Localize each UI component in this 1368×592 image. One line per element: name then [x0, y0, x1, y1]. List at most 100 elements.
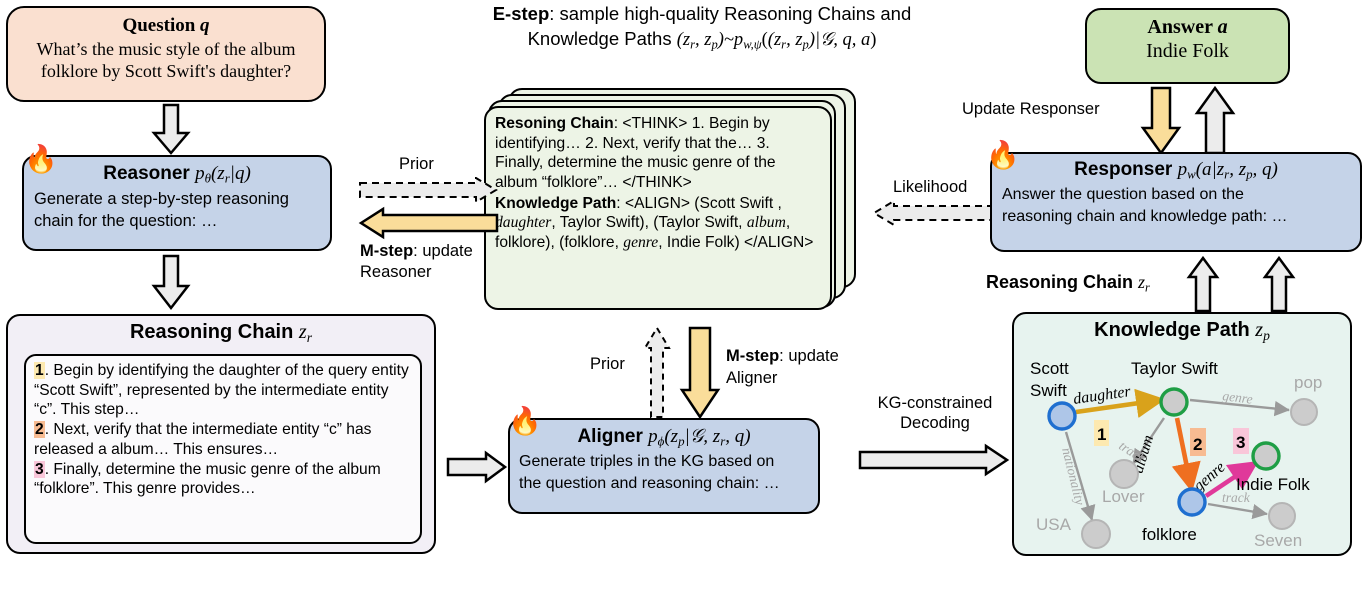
answer-value: Indie Folk: [1146, 40, 1229, 62]
aligner-title: Aligner pϕ(zp|𝒢, zr, q): [577, 426, 751, 449]
aligner-body-line2: the question and reasoning chain: …: [519, 474, 780, 492]
aligner-formula: pϕ(zp|𝒢, zr, q): [648, 426, 751, 449]
estep-line1: E-step: sample high-quality Reasoning Ch…: [452, 2, 952, 27]
node-label-indie-folk: Indie Folk: [1236, 475, 1310, 494]
estep-formula: (zr, zp)~pw,ψ((zr, zp)|𝒢, q, a): [676, 29, 877, 52]
arrow-prior-bottom: [643, 326, 671, 418]
responser-box: Responser pw(a|zr, zp, q) Answer the que…: [990, 152, 1362, 252]
edge-track-lover: [1132, 417, 1165, 465]
question-title-var: q: [200, 15, 210, 36]
step-badge-2: 2: [1193, 435, 1202, 454]
reasoner-body-line2: chain for the question: …: [34, 212, 218, 231]
kg-decoding-line1: KG-constrained: [877, 394, 993, 412]
aligner-body-line1: Generate triples in the KG based on: [519, 452, 775, 470]
reasoning-chain-steps: 1. Begin by identifying the daughter of …: [24, 354, 422, 544]
kg-decoding-line2: Decoding: [900, 413, 970, 432]
answer-title-var: a: [1217, 16, 1228, 38]
sample-reasoning-text: : <THINK> 1. Begin by identifying… 2. Ne…: [495, 115, 776, 191]
question-title: Question q: [122, 15, 210, 36]
fire-icon-reasoner: 🔥: [24, 144, 58, 174]
node-taylor-swift: [1159, 387, 1189, 417]
sample-reasoning-label: Resoning Chain: [495, 115, 614, 132]
step-badge-3-bg: [1233, 428, 1249, 454]
arrow-aligner-to-kp: [858, 443, 1010, 477]
node-pop: [1290, 398, 1318, 426]
sample-knowledge-text-a: : <ALIGN> (Scott Swift ,: [616, 194, 782, 212]
step-badge-1-bg: [1094, 420, 1109, 446]
answer-box: Answer a Indie Folk: [1085, 8, 1290, 84]
reasoning-chain-edge-var: zr: [1138, 272, 1150, 295]
edge-label-genre-pop: genre: [1222, 388, 1254, 407]
chain-step-1-text: . Begin by identifying the daughter of t…: [34, 362, 409, 419]
mstep-aligner-line2: Aligner: [726, 369, 778, 387]
arrow-chain-into-responser: [1186, 256, 1220, 313]
step-badge-2-bg: [1190, 428, 1206, 456]
mstep-aligner-label: M-step: update: [726, 347, 839, 366]
edge-genre-pop: [1189, 398, 1290, 417]
question-box: Question q What’s the music style of the…: [6, 6, 326, 102]
sample-knowledge-label: Knowledge Path: [495, 194, 617, 212]
estep-line2: Knowledge Paths (zr, zp)~pw,ψ((zr, zp)|𝒢…: [452, 27, 952, 53]
node-label-scott-line1: Scott: [1030, 359, 1069, 378]
edge-genre: [1204, 460, 1259, 498]
node-seven: [1268, 502, 1296, 530]
chain-step-3-number: 3: [34, 460, 45, 478]
sample-rel-daughter: daughter: [495, 214, 552, 232]
chain-step-3: 3. Finally, determine the music genre of…: [34, 460, 412, 499]
sample-reasoning-block: Resoning Chain: <THINK> 1. Begin by iden…: [495, 114, 821, 193]
sample-knowledge-text-c: , folklore), (folklore,: [495, 214, 791, 251]
node-label-pop: pop: [1294, 373, 1322, 392]
arrow-chain-to-aligner: [446, 450, 508, 484]
reasoning-chain-box: Reasoning Chain zr 1. Begin by identifyi…: [6, 314, 436, 554]
estep-line2-prefix: Knowledge Paths: [527, 27, 677, 49]
estep-text: : sample high-quality Reasoning Chains a…: [549, 3, 912, 24]
mstep-reasoner-bold: M-step: [360, 242, 414, 260]
sample-knowledge-block: Knowledge Path: <ALIGN> (Scott Swift , d…: [495, 194, 821, 253]
step-badge-3: 3: [1236, 433, 1245, 452]
chain-step-2-number: 2: [34, 421, 45, 439]
node-label-seven: Seven: [1254, 531, 1302, 550]
reasoner-formula: pθ(zr|q): [195, 163, 251, 186]
mstep-reasoner-label: M-step: update: [360, 242, 473, 261]
mstep-aligner-rest: : update: [779, 347, 839, 365]
arrow-mstep-reasoner: [358, 206, 499, 240]
fire-icon-aligner: 🔥: [508, 406, 542, 436]
chain-step-1-number: 1: [34, 362, 45, 379]
arrow-kp-into-responser: [1262, 256, 1296, 313]
responser-body-line1: Answer the question based on the: [1002, 185, 1244, 203]
reasoner-box: Reasoner pθ(zr|q) Generate a step-by-ste…: [22, 155, 332, 251]
arrow-mstep-aligner: [679, 326, 721, 420]
mstep-reasoner-rest: : update: [413, 242, 473, 260]
node-label-scott-line2: Swift: [1030, 381, 1067, 400]
chain-step-3-text: . Finally, determine the music genre of …: [34, 460, 381, 498]
edge-album: [1171, 417, 1201, 493]
node-label-usa: USA: [1036, 515, 1072, 534]
chain-step-2-text: . Next, verify that the intermediate ent…: [34, 421, 372, 458]
answer-title: Answer a: [1147, 16, 1228, 38]
reasoning-chain-edge-label: Reasoning Chain zr: [986, 272, 1150, 295]
edge-nationality: [1064, 431, 1096, 521]
reasoner-body-line1: Generate a step-by-step reasoning: [34, 189, 289, 208]
edge-label-nationality: nationality: [1059, 446, 1088, 506]
chain-step-1: 1. Begin by identifying the daughter of …: [34, 361, 412, 420]
node-label-lover: Lover: [1102, 487, 1145, 506]
prior-top-label: Prior: [399, 155, 434, 173]
sample-knowledge-text-b: , Taylor Swift), (Taylor Swift,: [551, 214, 747, 232]
mstep-reasoner-line2: Reasoner: [360, 263, 432, 281]
edge-track-seven: [1207, 502, 1268, 520]
node-label-folklore: folklore: [1142, 525, 1197, 544]
knowledge-graph: daughter album genre nationality track g…: [1030, 359, 1322, 550]
estep-label: E-step: [492, 3, 550, 24]
edge-label-track-seven: track: [1222, 490, 1251, 505]
mstep-aligner-bold: M-step: [726, 347, 780, 365]
responser-body-line2: reasoning chain and knowledge path: …: [1002, 207, 1288, 225]
reasoning-chain-title-var: zr: [298, 321, 312, 345]
step-badge-1: 1: [1097, 425, 1106, 444]
edge-daughter: [1075, 388, 1166, 418]
node-scott-swift: [1047, 401, 1077, 431]
node-label-taylor-swift: Taylor Swift: [1131, 359, 1218, 378]
sample-card-stack: Resoning Chain: <THINK> 1. Begin by iden…: [484, 88, 864, 310]
likelihood-label: Likelihood: [893, 178, 968, 196]
responser-formula: pw(a|zr, zp, q): [1177, 159, 1278, 182]
sample-card-front: Resoning Chain: <THINK> 1. Begin by iden…: [484, 106, 832, 310]
